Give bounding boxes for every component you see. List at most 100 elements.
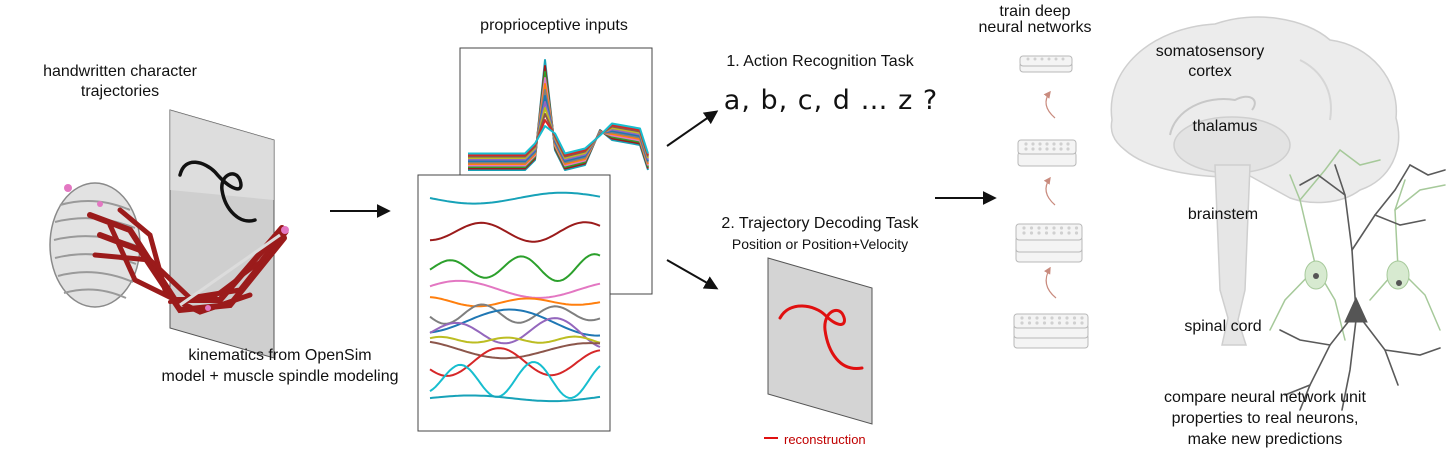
decoding-panel <box>767 257 873 425</box>
kinematics-label-line1: kinematics from OpenSim <box>188 347 372 364</box>
network-layer-3 <box>1015 223 1083 263</box>
somatosensory-label-line1: somatosensory <box>1155 43 1265 60</box>
signal-trace <box>468 59 649 171</box>
somatosensory-label-line2: cortex <box>1188 63 1232 80</box>
network-unit <box>1038 142 1042 146</box>
reconstruction-trajectory <box>778 304 864 370</box>
network-unit <box>1033 57 1037 61</box>
network-unit <box>1080 321 1084 325</box>
task2-sub-label: Position or Position+Velocity <box>731 236 909 252</box>
kinematics-label-line2: model + muscle spindle modeling <box>161 368 399 385</box>
brain-illustration <box>1110 16 1400 346</box>
signal-trace <box>429 296 601 308</box>
compare-label-line3: make new predictions <box>1187 431 1343 448</box>
network-unit <box>1074 231 1079 235</box>
back-panel-traces <box>468 59 649 171</box>
handwritten-label-line2: trajectories <box>80 83 160 100</box>
signal-trace <box>429 347 601 377</box>
network-unit <box>1054 57 1058 61</box>
network-unit <box>1026 57 1030 61</box>
network-unit <box>1072 316 1077 320</box>
network-unit <box>1027 321 1032 325</box>
network-unit <box>1067 226 1071 230</box>
signal-trace <box>429 279 601 299</box>
network-unit <box>1037 231 1041 235</box>
signal-trace <box>429 308 601 337</box>
arrow-to-task1 <box>666 110 719 147</box>
network-unit <box>1050 321 1054 325</box>
network-unit <box>1066 142 1070 146</box>
signal-trace <box>468 107 649 159</box>
input-panel-front <box>417 174 611 432</box>
network-unit <box>1066 147 1070 151</box>
signal-trace <box>429 394 601 403</box>
network-unit <box>1024 147 1028 151</box>
arm-model-icon <box>49 182 289 315</box>
network-unit <box>1029 231 1034 235</box>
network-unit <box>1035 316 1039 320</box>
network-unit <box>1074 226 1079 230</box>
network-unit <box>1040 57 1044 61</box>
network-unit <box>1059 226 1064 230</box>
handwritten-label-line1: handwritten character <box>43 63 197 80</box>
network-unit <box>1045 142 1049 146</box>
network-unit <box>1047 57 1051 61</box>
signal-trace <box>468 65 649 170</box>
network-unit <box>1022 231 1026 235</box>
train-label-line1: train deep <box>999 3 1071 20</box>
network-unit <box>1035 321 1039 325</box>
handwritten-trajectory <box>178 160 257 223</box>
network-unit <box>1042 316 1047 320</box>
network-unit <box>1052 231 1056 235</box>
network-layer-2 <box>1017 139 1077 167</box>
network-unit <box>1044 231 1049 235</box>
network-unit <box>1072 321 1077 325</box>
letters-label: a, b, c, d … z ? <box>723 85 939 116</box>
network-unit <box>1037 226 1041 230</box>
network-layer-4 <box>1013 313 1089 349</box>
network-unit <box>1027 316 1032 320</box>
network-unit <box>1042 321 1047 325</box>
signal-trace <box>468 95 649 162</box>
task2-label: 2. Trajectory Decoding Task <box>721 215 919 232</box>
signal-trace <box>429 303 601 325</box>
front-panel-traces <box>429 191 601 403</box>
network-unit <box>1052 226 1056 230</box>
signal-trace <box>429 361 601 400</box>
network-unit <box>1031 147 1035 151</box>
spinal-cord-label: spinal cord <box>1184 318 1262 335</box>
network-unit <box>1020 321 1024 325</box>
signal-trace <box>429 317 601 348</box>
train-label-line2: neural networks <box>978 19 1092 36</box>
signal-trace <box>429 191 601 205</box>
proprioceptive-label: proprioceptive inputs <box>480 17 628 34</box>
network-unit <box>1022 226 1026 230</box>
signal-trace <box>468 113 649 158</box>
signal-trace <box>429 253 601 283</box>
network-unit <box>1045 147 1049 151</box>
network-unit <box>1065 321 1069 325</box>
signal-trace <box>468 89 649 164</box>
writing-panel <box>169 109 275 359</box>
network-unit <box>1052 147 1056 151</box>
signal-trace <box>468 83 649 165</box>
task1-label: 1. Action Recognition Task <box>726 53 914 70</box>
signal-trace <box>468 119 649 156</box>
thalamus-label: thalamus <box>1192 118 1258 135</box>
network-stack <box>1013 55 1089 349</box>
signal-trace <box>429 340 601 360</box>
network-unit <box>1024 142 1028 146</box>
brainstem-label: brainstem <box>1187 206 1259 223</box>
network-layer-1 <box>1019 55 1073 73</box>
signal-trace <box>429 221 601 243</box>
network-unit <box>1044 226 1049 230</box>
network-unit <box>1020 316 1024 320</box>
network-unit <box>1031 142 1035 146</box>
network-unit <box>1080 316 1084 320</box>
network-unit <box>1038 147 1042 151</box>
network-unit <box>1059 142 1063 146</box>
network-unit <box>1029 226 1034 230</box>
signal-trace <box>468 71 649 168</box>
network-unit <box>1059 231 1064 235</box>
